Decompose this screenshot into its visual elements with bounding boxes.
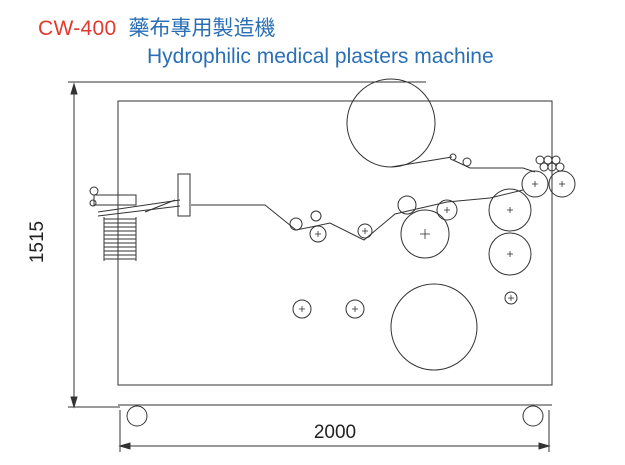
width-arrow-right bbox=[538, 442, 551, 450]
feeder-knob bbox=[89, 186, 99, 196]
main-drum bbox=[400, 209, 450, 259]
guide-roller bbox=[310, 210, 322, 222]
guide-roller bbox=[345, 299, 365, 319]
guide-roller bbox=[462, 157, 472, 167]
output-roller-left bbox=[521, 170, 549, 198]
feeder-bracket bbox=[93, 194, 137, 206]
guide-roller bbox=[436, 199, 458, 221]
wheel-right bbox=[522, 405, 544, 427]
material-path bbox=[191, 189, 524, 241]
guide-roller bbox=[357, 223, 373, 239]
guide-roller bbox=[289, 217, 303, 231]
wheel-left bbox=[126, 405, 148, 427]
feeder-arm bbox=[97, 205, 181, 217]
machine-frame bbox=[117, 100, 553, 386]
feeder-knob bbox=[89, 199, 97, 207]
width-arrow-left bbox=[118, 442, 131, 450]
bottom-material-roll bbox=[390, 283, 478, 371]
height-arrow-top bbox=[70, 82, 78, 95]
material-path-upper bbox=[452, 159, 536, 173]
chinese-title: 藥布專用製造機 bbox=[128, 16, 276, 40]
english-title: Hydrophilic medical plasters machine bbox=[147, 45, 494, 68]
roll-feed-line bbox=[390, 156, 453, 168]
hex-roller-unit bbox=[535, 155, 565, 172]
title-row: CW-400 藥布專用製造機 bbox=[38, 12, 275, 42]
model-number: CW-400 bbox=[38, 17, 117, 40]
guide-roller bbox=[504, 291, 518, 305]
width-dimension-label: 2000 bbox=[313, 422, 357, 443]
press-roller-lower bbox=[488, 232, 532, 276]
feeder-arm bbox=[144, 199, 176, 213]
guide-roller bbox=[292, 299, 312, 319]
guide-roller bbox=[397, 195, 417, 215]
roller-centers bbox=[299, 181, 565, 312]
press-roller-upper bbox=[488, 188, 532, 232]
feeder-head bbox=[177, 173, 191, 217]
height-arrow-bottom bbox=[70, 396, 78, 409]
feeder-arm bbox=[97, 199, 181, 213]
height-dimension-label: 1515 bbox=[27, 220, 48, 264]
sheet-magazine bbox=[103, 217, 137, 261]
top-material-roll bbox=[346, 78, 436, 168]
